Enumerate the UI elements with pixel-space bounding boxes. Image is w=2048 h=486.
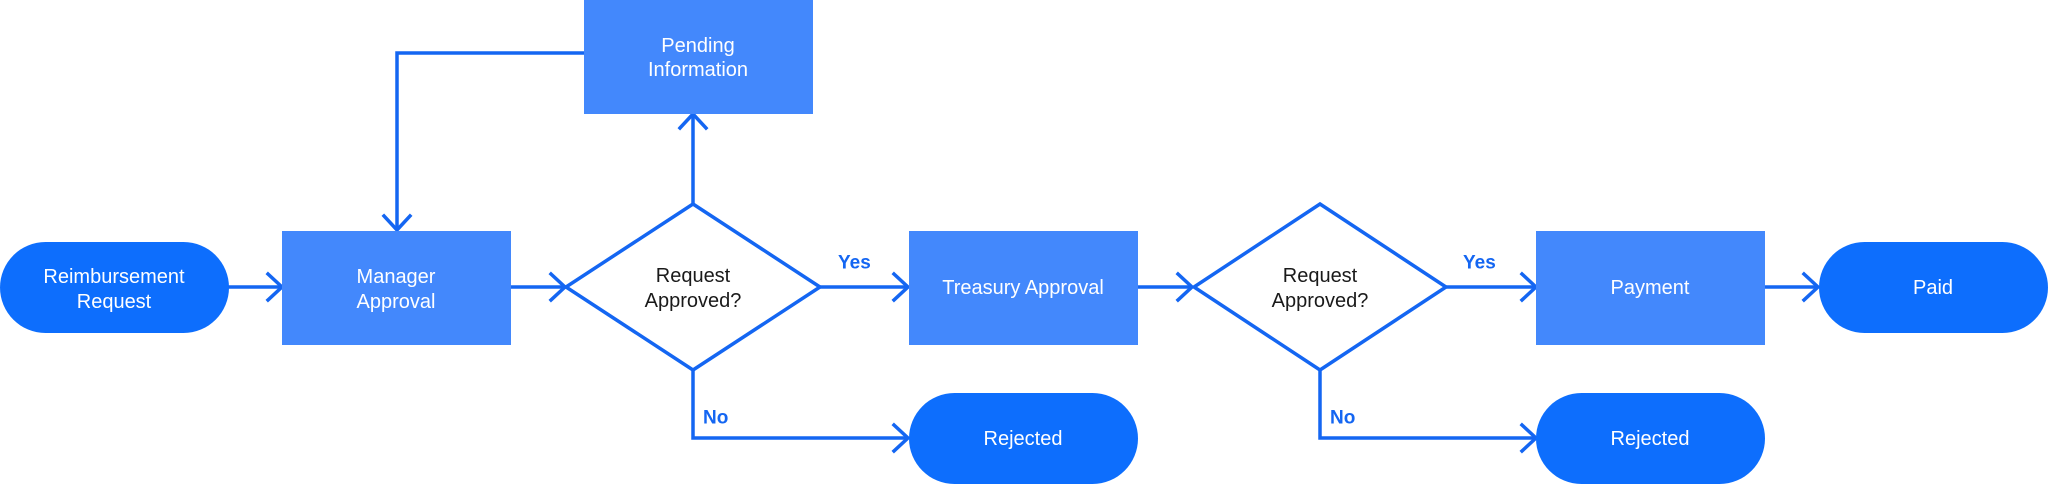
node-payment: Payment (1536, 231, 1765, 345)
terminal-shape (1536, 393, 1765, 484)
node-label-line: Treasury Approval (942, 277, 1104, 299)
decision-shape (1190, 201, 1450, 373)
node-label-line: Pending (661, 35, 734, 57)
edge-labels: Yes No Yes No (703, 253, 1496, 429)
node-label-line: Request (77, 291, 152, 313)
arrowhead-loop-to-manager (381, 213, 413, 233)
node-decision-1: Request Approved? (562, 201, 824, 373)
node-label-line: Manager (357, 266, 436, 288)
node-decision-2: Request Approved? (1190, 201, 1450, 373)
node-rejected-2: Rejected (1536, 393, 1765, 484)
node-label-line: Reimbursement (43, 266, 185, 288)
node-reimbursement-request: Reimbursement Request (0, 242, 229, 333)
edge-label-no-1: No (703, 408, 728, 429)
node-label-line: Payment (1611, 277, 1690, 299)
node-label-line: Paid (1913, 277, 1953, 299)
node-paid: Paid (1819, 242, 2048, 333)
node-pending-information: Pending Information (584, 0, 813, 114)
arrowhead-to-rejected-2 (1519, 422, 1539, 454)
edge-label-yes-1: Yes (838, 253, 871, 274)
process-shape (1536, 231, 1765, 345)
edge-label-yes-2: Yes (1463, 253, 1496, 274)
node-label-line: Request (656, 265, 731, 287)
terminal-shape (909, 393, 1138, 484)
process-shape (282, 231, 511, 345)
node-label-line: Information (648, 59, 748, 81)
terminal-shape (1819, 242, 2048, 333)
terminal-shape (0, 242, 229, 333)
node-label-line: Rejected (1611, 428, 1690, 450)
edge-decision-2-to-rejected-2 (1318, 370, 1535, 440)
arrowhead-to-rejected-1 (891, 422, 911, 454)
edge-label-no-2: No (1330, 408, 1355, 429)
node-treasury-approval: Treasury Approval (909, 231, 1138, 345)
arrowhead-to-paid (1801, 271, 1821, 303)
node-manager-approval: Manager Approval (282, 231, 511, 345)
node-label-line: Approved? (1272, 290, 1369, 312)
node-label-line: Request (1283, 265, 1358, 287)
edge-decision-1-to-rejected-1 (691, 370, 907, 440)
decision-shape (562, 201, 824, 373)
node-rejected-1: Rejected (909, 393, 1138, 484)
edge-pending-to-manager (395, 51, 584, 229)
arrowhead-to-treasury (891, 271, 911, 303)
node-label-line: Approved? (645, 290, 742, 312)
process-shape (909, 231, 1138, 345)
node-label-line: Approval (357, 291, 436, 313)
node-label-line: Rejected (984, 428, 1063, 450)
process-shape (584, 0, 813, 114)
